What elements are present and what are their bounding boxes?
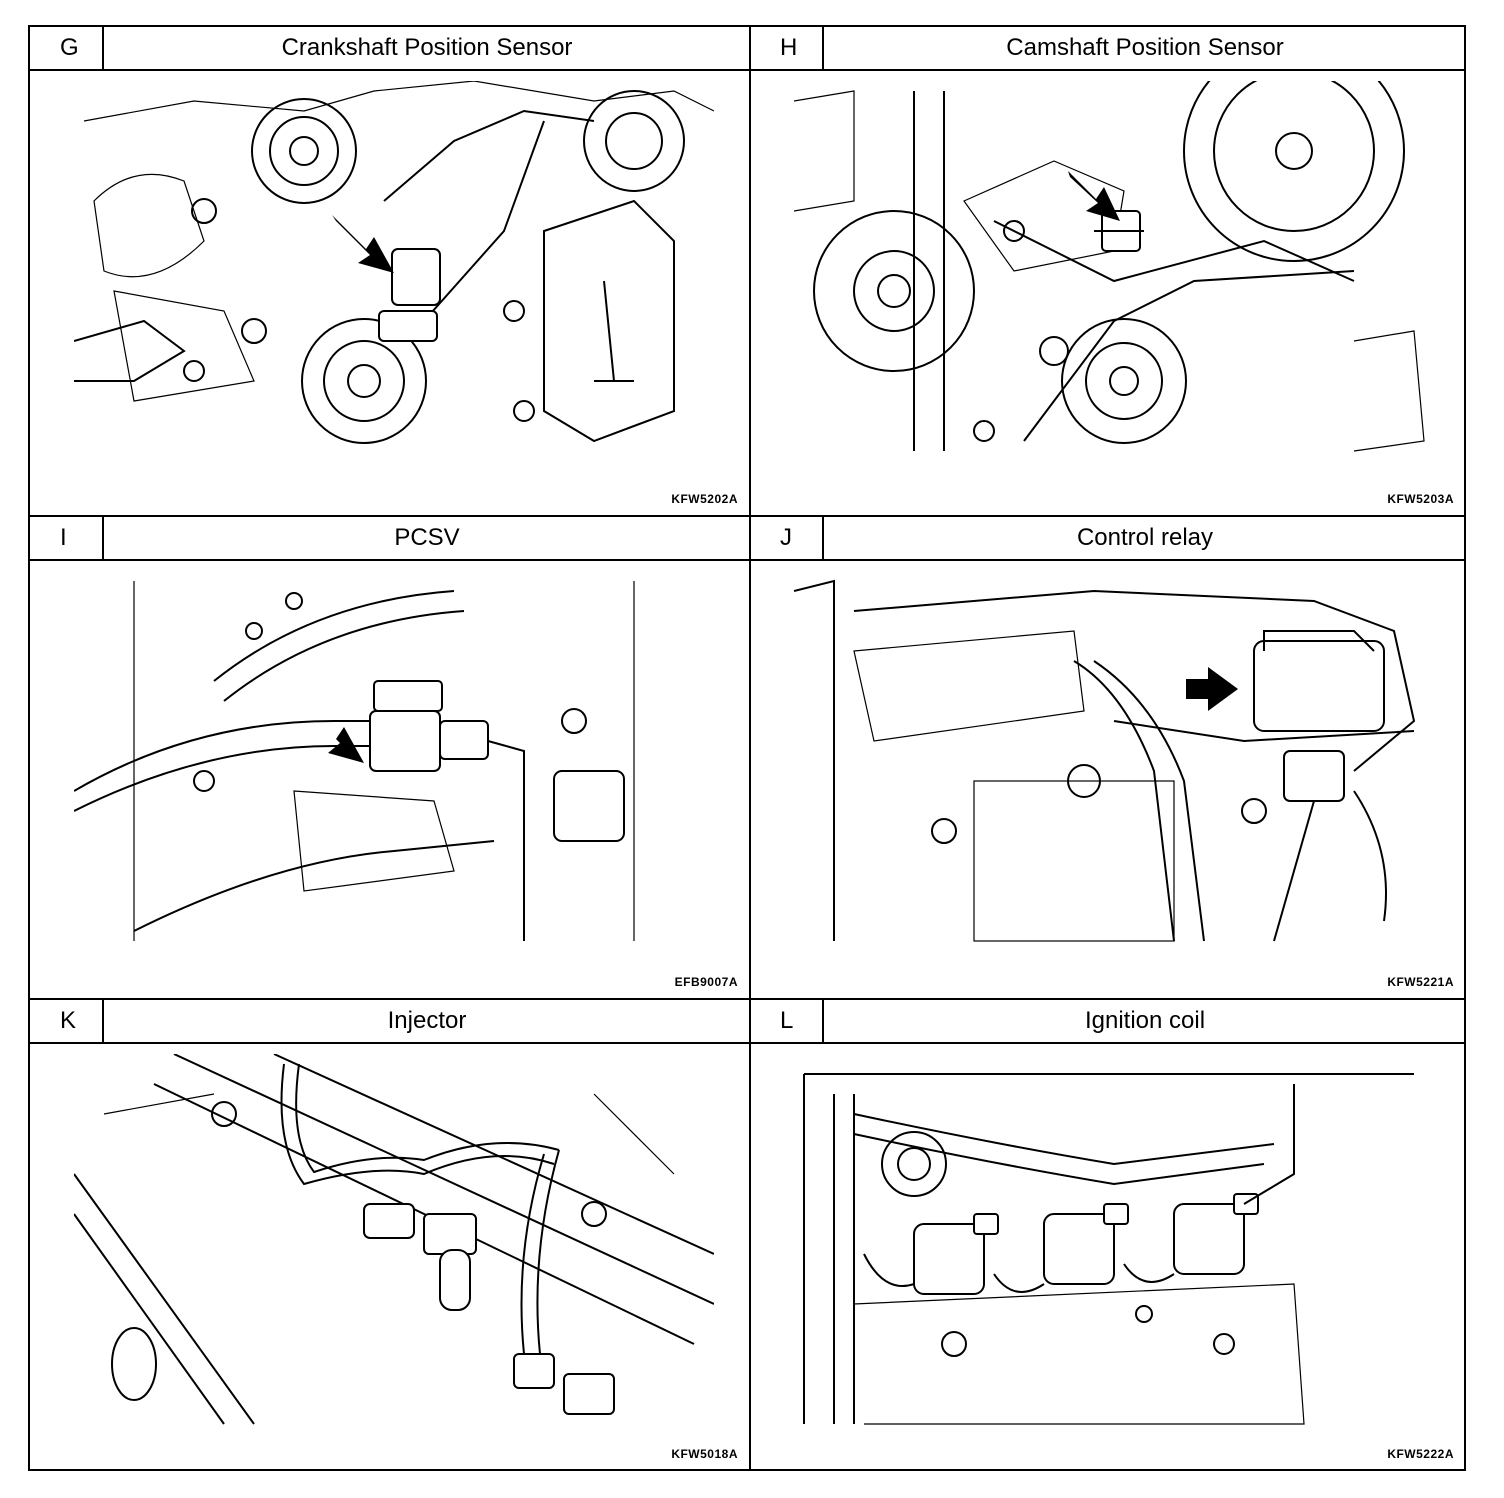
panel-crankshaft-position-sensor: G Crankshaft Position Sensor bbox=[30, 27, 750, 516]
panel-header: I PCSV bbox=[30, 517, 750, 561]
figure-code: KFW5203A bbox=[1387, 492, 1454, 506]
panel-title: PCSV bbox=[394, 524, 460, 551]
panel-title: Injector bbox=[387, 1007, 467, 1034]
pcsv-drawing bbox=[74, 581, 635, 941]
panel-header: G Crankshaft Position Sensor bbox=[30, 27, 750, 71]
panel-letter: I bbox=[30, 517, 104, 559]
panel-letter: J bbox=[750, 517, 824, 559]
figure-code: KFW5202A bbox=[671, 492, 738, 506]
ignition-coil-drawing bbox=[803, 1073, 1414, 1425]
panel-letter: H bbox=[750, 27, 824, 69]
panel-header: K Injector bbox=[30, 1000, 750, 1044]
panel-letter: L bbox=[750, 1000, 824, 1042]
panel-pcsv: I PCSV EFB9007A bbox=[30, 517, 750, 999]
control-relay-drawing bbox=[794, 579, 1416, 942]
figure-code: KFW5222A bbox=[1387, 1447, 1454, 1461]
column-divider bbox=[749, 27, 751, 1469]
panel-ignition-coil: L Ignition coil KFW5222A bbox=[750, 1000, 1466, 1471]
row-divider bbox=[30, 515, 1464, 517]
injector-drawing bbox=[74, 1054, 714, 1425]
component-location-grid: G Crankshaft Position Sensor bbox=[28, 25, 1466, 1471]
panel-header: H Camshaft Position Sensor bbox=[750, 27, 1466, 71]
panel-control-relay: J Control relay KFW5221A bbox=[750, 517, 1466, 999]
panel-title: Ignition coil bbox=[1084, 1007, 1206, 1034]
figure-code: EFB9007A bbox=[674, 975, 738, 989]
panel-injector: K Injector KFW5018A bbox=[30, 1000, 750, 1471]
panel-title: Control relay bbox=[1076, 524, 1214, 551]
row-divider bbox=[30, 998, 1464, 1000]
panel-camshaft-position-sensor: H Camshaft Position Sensor K bbox=[750, 27, 1466, 516]
figure-code: KFW5221A bbox=[1387, 975, 1454, 989]
panel-title: Crankshaft Position Sensor bbox=[281, 34, 573, 61]
panel-header: J Control relay bbox=[750, 517, 1466, 561]
crankshaft-sensor-drawing bbox=[74, 81, 714, 444]
figure-code: KFW5018A bbox=[671, 1447, 738, 1461]
camshaft-sensor-drawing bbox=[794, 81, 1425, 452]
panel-letter: G bbox=[30, 27, 104, 69]
panel-header: L Ignition coil bbox=[750, 1000, 1466, 1044]
panel-letter: K bbox=[30, 1000, 104, 1042]
panel-title: Camshaft Position Sensor bbox=[1006, 34, 1284, 61]
